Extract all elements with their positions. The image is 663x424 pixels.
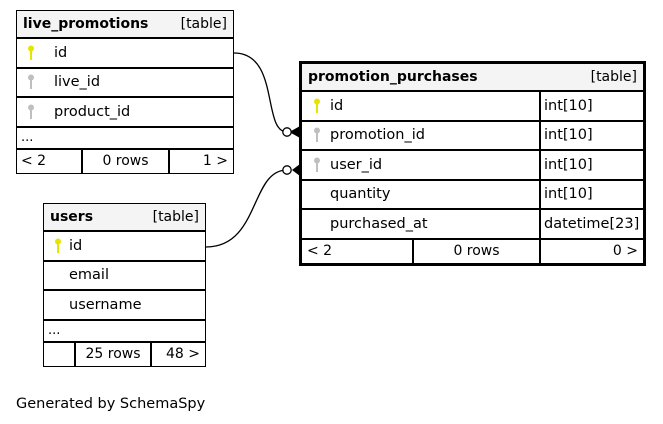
parents-count[interactable] <box>44 343 74 366</box>
foreign-key-icon <box>310 127 324 143</box>
table-live-promotions[interactable]: live_promotions [table] id live_id produ… <box>16 10 234 174</box>
generated-by-label: Generated by SchemaSpy <box>16 396 206 412</box>
column-row[interactable]: id <box>17 39 233 69</box>
column-name: live_id <box>54 74 101 91</box>
column-row[interactable]: live_id <box>17 69 233 98</box>
column-name: promotion_id <box>330 127 425 144</box>
table-users[interactable]: users [table] id email username ... 25 r… <box>43 203 206 367</box>
foreign-key-icon <box>310 157 324 173</box>
column-type: int[10] <box>539 121 643 149</box>
column-row[interactable]: purchased_at datetime[23] <box>302 210 643 240</box>
relationship-live-promotions-to-purchases <box>233 52 288 133</box>
column-row[interactable]: id int[10] <box>302 92 643 122</box>
table-kind: [table] <box>152 209 199 225</box>
table-promotion-purchases[interactable]: promotion_purchases [table] id int[10] p… <box>299 61 646 266</box>
column-name: username <box>69 296 142 313</box>
column-name: id <box>69 237 83 254</box>
column-type: datetime[23] <box>539 210 643 238</box>
column-name: purchased_at <box>330 215 428 232</box>
primary-key-icon <box>310 98 324 114</box>
table-name: live_promotions <box>23 16 149 32</box>
column-row[interactable]: quantity int[10] <box>302 180 643 210</box>
children-count[interactable]: 0 > <box>539 239 643 263</box>
parents-count[interactable]: < 2 <box>307 243 333 259</box>
row-count: 0 rows <box>81 149 168 173</box>
table-header: live_promotions [table] <box>17 11 233 39</box>
foreign-key-icon <box>24 104 38 120</box>
zero-cardinality-marker <box>282 127 292 137</box>
table-kind: [table] <box>180 16 227 32</box>
foreign-key-icon <box>24 74 38 90</box>
column-row[interactable]: id <box>44 232 205 262</box>
zero-cardinality-marker <box>282 165 292 175</box>
column-type: int[10] <box>539 151 643 179</box>
column-name: quantity <box>330 186 391 203</box>
table-footer: < 2 0 rows 1 > <box>17 149 233 173</box>
column-name: id <box>54 44 68 61</box>
table-name: promotion_purchases <box>308 69 478 85</box>
column-row[interactable]: promotion_id int[10] <box>302 121 643 151</box>
children-count[interactable]: 48 > <box>150 342 205 366</box>
table-header: promotion_purchases [table] <box>302 64 643 92</box>
column-name: user_id <box>330 156 383 173</box>
relationship-users-to-purchases <box>205 169 288 248</box>
column-row[interactable]: email <box>44 262 205 291</box>
column-row[interactable]: product_id <box>17 98 233 128</box>
column-type: int[10] <box>539 180 643 208</box>
column-name: email <box>69 267 109 284</box>
primary-key-icon <box>51 238 65 254</box>
row-count: 25 rows <box>74 342 150 366</box>
table-header: users [table] <box>44 204 205 232</box>
primary-key-icon <box>24 45 38 61</box>
children-count[interactable]: 1 > <box>168 149 233 173</box>
column-row[interactable]: username <box>44 291 205 321</box>
column-name: product_id <box>54 103 131 120</box>
table-kind: [table] <box>590 69 637 85</box>
column-row[interactable]: user_id int[10] <box>302 151 643 181</box>
row-count: 0 rows <box>412 239 539 263</box>
more-columns: ... <box>44 321 205 343</box>
more-columns: ... <box>17 128 233 150</box>
column-type: int[10] <box>539 92 643 120</box>
table-footer: < 2 0 rows 0 > <box>302 239 643 263</box>
table-footer: 25 rows 48 > <box>44 342 205 366</box>
table-name: users <box>50 209 94 225</box>
column-name: id <box>330 97 344 114</box>
parents-count[interactable]: < 2 <box>21 153 47 169</box>
